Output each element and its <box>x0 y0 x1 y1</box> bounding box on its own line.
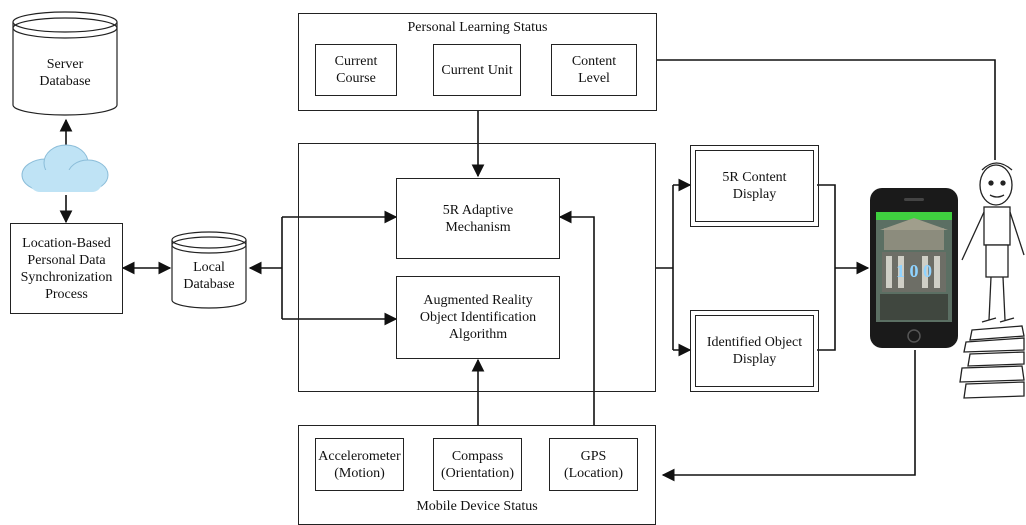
identified-object-display-box: Identified Object Display <box>695 315 814 387</box>
mobile-device-status-title: Mobile Device Status <box>416 499 538 514</box>
smartphone-illustration: 1 0 0 <box>870 188 958 348</box>
content-display-box: 5R Content Display <box>695 150 814 222</box>
compass-box: Compass (Orientation) <box>433 438 522 491</box>
ar-identification-box: Augmented Reality Object Identification … <box>396 276 560 359</box>
identified-object-display-frame: Identified Object Display <box>690 310 819 392</box>
current-unit-box: Current Unit <box>433 44 521 96</box>
display-merge <box>817 184 836 351</box>
accelerometer-box: Accelerometer (Motion) <box>315 438 404 491</box>
server-database-label: Server Database <box>39 57 91 89</box>
user-figure-sketch <box>959 162 1025 399</box>
current-course-box: Current Course <box>315 44 397 96</box>
cloud-icon <box>21 144 109 192</box>
sync-process-box: Location-Based Personal Data Synchroniza… <box>10 223 123 314</box>
gps-box: GPS (Location) <box>549 438 638 491</box>
arrow-gps-to-adaptive <box>558 210 595 438</box>
local-database-label: Local Database <box>183 260 235 292</box>
arrow-user-to-status <box>638 53 996 160</box>
personal-learning-status-title: Personal Learning Status <box>407 20 548 35</box>
screen-numbers: 1 0 0 <box>896 261 932 281</box>
server-database-cylinder <box>12 11 118 116</box>
content-display-frame: 5R Content Display <box>690 145 819 227</box>
local-database-cylinder <box>171 231 247 309</box>
adaptive-mechanism-box: 5R Adaptive Mechanism <box>396 178 560 259</box>
core-processing-frame <box>298 143 656 392</box>
arrow-phone-to-device-status <box>661 350 916 482</box>
content-level-box: Content Level <box>551 44 637 96</box>
